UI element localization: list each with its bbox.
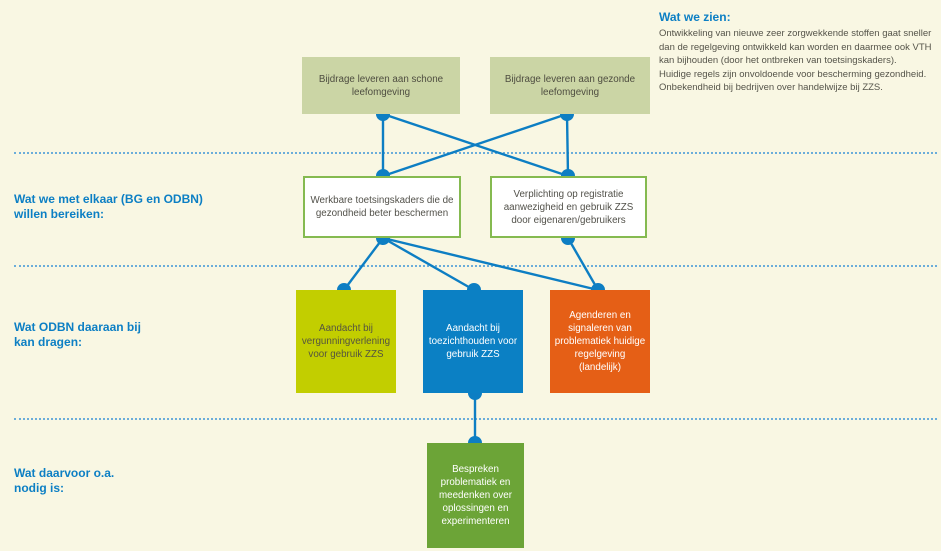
node-label: Bijdrage leveren aan schone leefomgeving — [318, 73, 444, 98]
node-label: Agenderen en signaleren van problematiek… — [554, 310, 646, 373]
node-outcome-toetsingskaders: Werkbare toetsingskaders die de gezondhe… — [303, 176, 461, 238]
row-divider-1 — [14, 152, 937, 154]
node-mission-gezonde-leefomgeving: Bijdrage leveren aan gezonde leefomgevin… — [490, 57, 650, 114]
node-contribution-toezichthouden: Aandacht bij toezichthouden voor gebruik… — [423, 290, 523, 393]
node-label: Verplichting op registratie aanwezigheid… — [503, 188, 634, 226]
node-need-bespreken-problematiek: Bespreken problematiek en meedenken over… — [427, 443, 524, 548]
node-label: Bijdrage leveren aan gezonde leefomgevin… — [504, 73, 636, 98]
node-label: Aandacht bij toezichthouden voor gebruik… — [428, 323, 518, 360]
connector-joints — [337, 107, 605, 450]
node-label: Bespreken problematiek en meedenken over… — [439, 464, 512, 527]
connector-edges — [343, 112, 600, 443]
row-label-kan-dragen: Wat ODBN daaraan bij kan dragen: — [14, 320, 141, 349]
node-mission-schone-leefomgeving: Bijdrage leveren aan schone leefomgeving — [302, 57, 460, 114]
row-label-willen-bereiken: Wat we met elkaar (BG en ODBN) willen be… — [14, 192, 203, 221]
node-contribution-agenderen: Agenderen en signaleren van problematiek… — [550, 290, 650, 393]
observation-line: Huidige regels zijn onvoldoende voor bes… — [659, 68, 927, 80]
row-divider-2 — [14, 265, 937, 267]
observation-line: Ontwikkeling van nieuwe zeer zorgwekkend… — [659, 28, 932, 66]
observation-title: Wat we zien: — [659, 10, 731, 24]
node-contribution-vergunningverlening: Aandacht bij vergunningverlening voor ge… — [296, 290, 396, 393]
node-outcome-registratie-zzs: Verplichting op registratie aanwezigheid… — [490, 176, 647, 238]
observation-line: Onbekendheid bij bedrijven over handelwi… — [659, 82, 883, 93]
row-label-nodig-is: Wat daarvoor o.a. nodig is: — [14, 466, 115, 495]
node-label: Werkbare toetsingskaders die de gezondhe… — [310, 195, 454, 219]
node-label: Aandacht bij vergunningverlening voor ge… — [301, 323, 391, 360]
observation-block: Wat we zien: Ontwikkeling van nieuwe zee… — [659, 10, 941, 95]
